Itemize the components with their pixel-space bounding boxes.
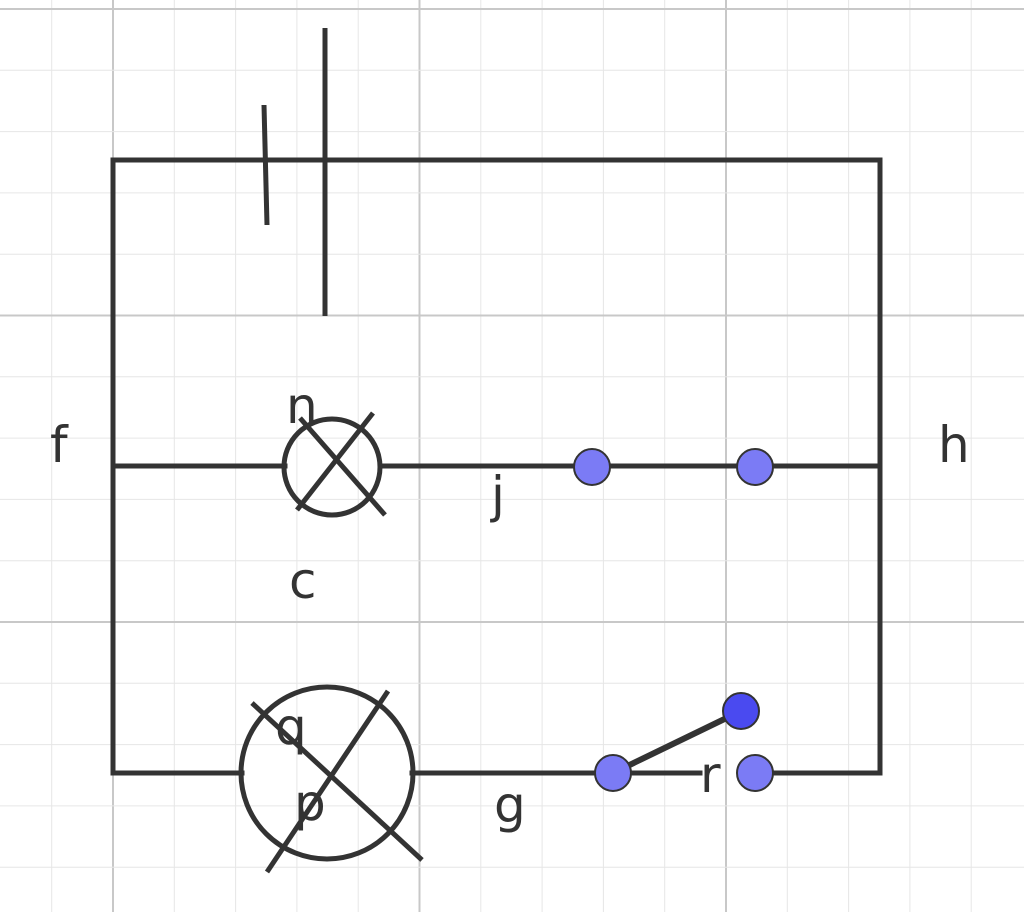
label-g: g [494,776,526,834]
switch-lever-end-terminal[interactable] [722,692,760,730]
battery-negative-plate [261,104,270,226]
switch-pivot-terminal[interactable] [594,754,632,792]
label-r: r [700,746,721,804]
battery-icon [261,28,328,316]
terminals [573,448,774,792]
wires [110,157,883,776]
terminal-middle-1[interactable] [573,448,611,486]
lamp-lower-icon [238,684,424,874]
lamp-lower-filament-a [264,689,391,874]
label-q: q [275,698,307,756]
lamp-upper-icon [281,411,387,518]
labels: f h n j c q p g r [50,377,970,834]
label-p: p [294,774,326,832]
lamp-upper-filament-b [298,416,387,517]
switch-contact-terminal[interactable] [736,754,774,792]
terminal-middle-2[interactable] [736,448,774,486]
lamp-lower-bulb [238,684,416,862]
lamp-lower-filament-b [250,701,424,862]
label-c: c [289,552,317,610]
label-j: j [490,466,505,524]
label-h: h [938,416,970,474]
label-n: n [286,377,318,435]
switch-lever[interactable] [611,708,743,776]
label-f: f [50,416,69,474]
lamp-upper-bulb [281,416,383,518]
